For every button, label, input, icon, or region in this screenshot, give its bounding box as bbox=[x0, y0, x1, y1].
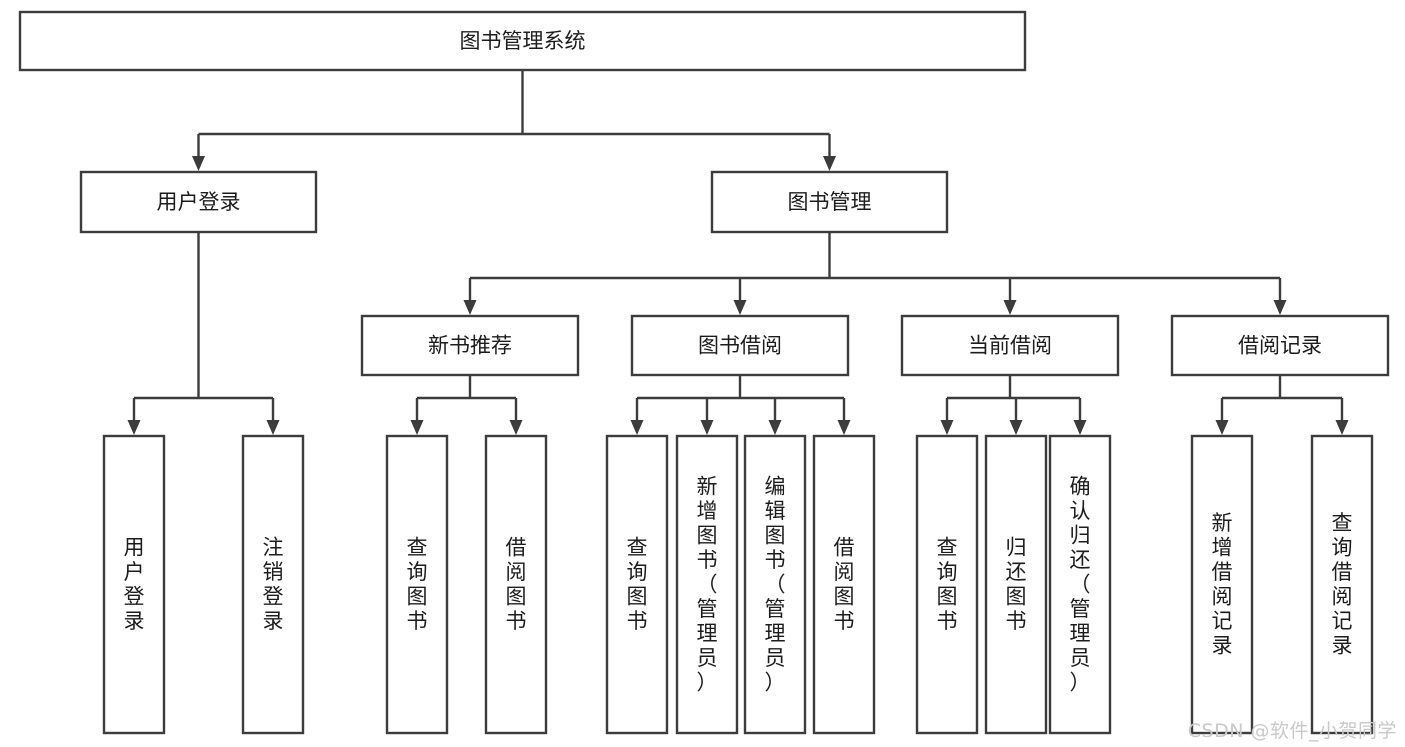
node-l_query_book_3[interactable]: 查询图书 bbox=[915, 434, 979, 735]
arrow-head-l_add_record bbox=[1215, 420, 1229, 435]
connector-layer bbox=[127, 70, 1349, 435]
node-box-l_confirm_return bbox=[1048, 434, 1112, 735]
node-label-l_borrow_book_1: 借阅图书 bbox=[506, 536, 527, 634]
arrow-head-l_confirm_return bbox=[1073, 420, 1087, 435]
node-label-l_query_record: 查询借阅记录 bbox=[1332, 511, 1353, 658]
node-l_confirm_return[interactable]: 确认归还（管理员） bbox=[1048, 434, 1112, 735]
node-label-n_borrow_record: 借阅记录 bbox=[1238, 334, 1322, 358]
node-l_borrow_book_2[interactable]: 借阅图书 bbox=[812, 434, 876, 735]
node-l_return_book[interactable]: 归还图书 bbox=[984, 434, 1048, 735]
node-n_book_borrow[interactable]: 图书借阅 bbox=[630, 314, 850, 377]
node-box-n_user_login bbox=[79, 170, 318, 234]
node-box-l_query_record bbox=[1310, 434, 1374, 735]
node-label-l_query_book_1: 查询图书 bbox=[407, 536, 428, 634]
node-label-n_new_book_rec: 新书推荐 bbox=[428, 334, 512, 358]
node-box-n_borrow_record bbox=[1170, 314, 1390, 377]
node-box-root bbox=[18, 10, 1027, 72]
node-l_add_record[interactable]: 新增借阅记录 bbox=[1190, 434, 1254, 735]
node-label-l_confirm_return: 确认归还（管理员） bbox=[1070, 474, 1091, 694]
arrow-head-l_query_book_3 bbox=[940, 420, 954, 435]
arrow-head-l_borrow_book_1 bbox=[509, 420, 523, 435]
node-box-l_borrow_book_2 bbox=[812, 434, 876, 735]
node-box-l_edit_book bbox=[743, 434, 807, 735]
node-l_borrow_book_1[interactable]: 借阅图书 bbox=[484, 434, 548, 735]
node-l_user_login[interactable]: 用户登录 bbox=[102, 434, 166, 735]
node-label-l_add_book: 新增图书（管理员） bbox=[697, 474, 718, 694]
node-label-n_user_login: 用户登录 bbox=[157, 190, 241, 214]
node-box-n_book_mgmt bbox=[710, 170, 949, 234]
node-n_user_login[interactable]: 用户登录 bbox=[79, 170, 318, 234]
node-label-l_add_record: 新增借阅记录 bbox=[1212, 511, 1233, 658]
node-l_add_book[interactable]: 新增图书（管理员） bbox=[675, 434, 739, 735]
node-label-l_query_book_3: 查询图书 bbox=[937, 536, 958, 634]
arrow-head-l_add_book bbox=[700, 420, 714, 435]
node-n_current_borrow[interactable]: 当前借阅 bbox=[900, 314, 1120, 377]
node-l_edit_book[interactable]: 编辑图书（管理员） bbox=[743, 434, 807, 735]
node-n_borrow_record[interactable]: 借阅记录 bbox=[1170, 314, 1390, 377]
node-l_query_book_1[interactable]: 查询图书 bbox=[385, 434, 449, 735]
node-n_book_mgmt[interactable]: 图书管理 bbox=[710, 170, 949, 234]
node-box-l_user_login bbox=[102, 434, 166, 735]
node-box-l_query_book_1 bbox=[385, 434, 449, 735]
node-label-l_return_book: 归还图书 bbox=[1006, 536, 1027, 634]
arrow-head-l_edit_book bbox=[768, 420, 782, 435]
node-label-l_edit_book: 编辑图书（管理员） bbox=[765, 474, 786, 694]
node-l_query_record[interactable]: 查询借阅记录 bbox=[1310, 434, 1374, 735]
arrow-head-l_borrow_book_2 bbox=[837, 420, 851, 435]
arrow-head-l_return_book bbox=[1009, 420, 1023, 435]
node-box-n_book_borrow bbox=[630, 314, 850, 377]
arrow-head-n_new_book_rec bbox=[463, 300, 477, 315]
node-box-n_current_borrow bbox=[900, 314, 1120, 377]
node-box-l_borrow_book_1 bbox=[484, 434, 548, 735]
node-box-l_add_book bbox=[675, 434, 739, 735]
node-label-l_user_login: 用户登录 bbox=[124, 536, 145, 634]
arrow-head-n_user_login bbox=[192, 156, 205, 171]
node-box-l_query_book_3 bbox=[915, 434, 979, 735]
arrow-head-l_logout bbox=[266, 420, 280, 435]
node-label-root: 图书管理系统 bbox=[460, 29, 586, 53]
node-label-n_book_borrow: 图书借阅 bbox=[698, 334, 782, 358]
arrow-head-n_current_borrow bbox=[1003, 300, 1017, 315]
arrow-head-l_query_book_1 bbox=[410, 420, 424, 435]
arrow-head-l_user_login bbox=[127, 420, 141, 435]
node-label-l_logout: 注销登录 bbox=[263, 536, 284, 634]
node-label-n_current_borrow: 当前借阅 bbox=[968, 334, 1052, 358]
node-label-n_book_mgmt: 图书管理 bbox=[788, 190, 872, 214]
node-root[interactable]: 图书管理系统 bbox=[18, 10, 1027, 72]
node-box-l_logout bbox=[241, 434, 305, 735]
node-label-l_borrow_book_2: 借阅图书 bbox=[834, 536, 855, 634]
arrow-head-l_query_book_2 bbox=[630, 420, 644, 435]
node-n_new_book_rec[interactable]: 新书推荐 bbox=[360, 314, 580, 377]
node-layer: 图书管理系统用户登录图书管理新书推荐图书借阅当前借阅借阅记录用户登录注销登录查询… bbox=[18, 10, 1390, 735]
node-box-l_query_book_2 bbox=[605, 434, 669, 735]
arrow-head-l_query_record bbox=[1335, 420, 1349, 435]
arrow-head-n_book_borrow bbox=[733, 300, 747, 315]
node-box-n_new_book_rec bbox=[360, 314, 580, 377]
node-label-l_query_book_2: 查询图书 bbox=[627, 536, 648, 634]
node-box-l_return_book bbox=[984, 434, 1048, 735]
node-box-l_add_record bbox=[1190, 434, 1254, 735]
node-l_query_book_2[interactable]: 查询图书 bbox=[605, 434, 669, 735]
arrow-head-n_borrow_record bbox=[1273, 300, 1287, 315]
node-l_logout[interactable]: 注销登录 bbox=[241, 434, 305, 735]
arrow-head-n_book_mgmt bbox=[823, 156, 836, 171]
